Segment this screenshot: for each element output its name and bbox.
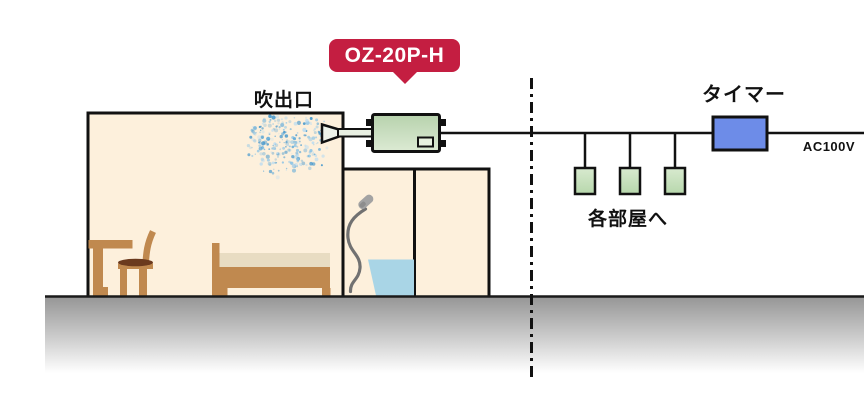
ozone-tube bbox=[337, 128, 376, 138]
room-outlet-box-1 bbox=[573, 166, 597, 196]
product-model-badge: OZ-20P-H bbox=[329, 39, 460, 72]
timer-label: タイマー bbox=[702, 84, 786, 106]
chair-icon bbox=[118, 230, 156, 297]
blowout-port-label: 吹出口 bbox=[253, 90, 315, 111]
ozone-spray-icon bbox=[246, 114, 329, 180]
badge-tail bbox=[391, 70, 419, 84]
bathtub-icon bbox=[368, 259, 414, 296]
timer-box-icon bbox=[711, 115, 769, 152]
shower-icon bbox=[346, 194, 374, 294]
room-branch-wires bbox=[583, 134, 677, 169]
room-outlet-box-2 bbox=[618, 166, 642, 196]
table-icon bbox=[88, 240, 133, 297]
to-each-room-label: 各部屋へ bbox=[587, 209, 669, 230]
bed-icon bbox=[212, 243, 331, 297]
room-outlet-boxes bbox=[573, 166, 687, 196]
ac100v-label: AC100V bbox=[802, 139, 856, 154]
room-outlet-box-3 bbox=[663, 166, 687, 196]
ground bbox=[45, 297, 864, 373]
ozone-generator-icon bbox=[366, 113, 446, 153]
